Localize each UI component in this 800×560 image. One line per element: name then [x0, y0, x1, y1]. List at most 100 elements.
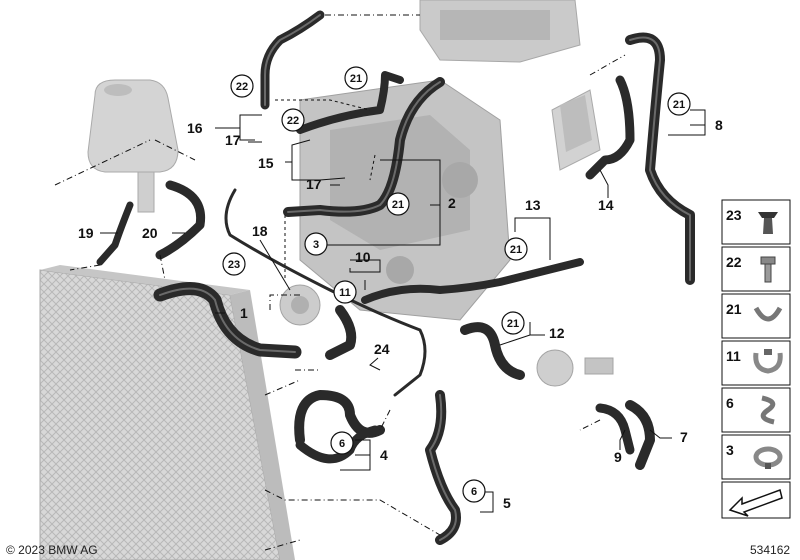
radiator [39, 265, 295, 560]
hose-top-left [260, 10, 325, 110]
legend-item-22: 22 [721, 246, 791, 292]
hose-mid [325, 305, 357, 360]
hose-7 [625, 400, 655, 470]
legend-number: 6 [726, 395, 734, 411]
part-label-24: 24 [374, 341, 390, 357]
callout-circle [667, 92, 691, 116]
callout-number: 21 [350, 73, 362, 85]
hose-14 [585, 75, 635, 180]
expansion-tank [87, 79, 179, 213]
part-label-13: 13 [525, 197, 541, 213]
callout-circle [344, 66, 368, 90]
callout-22: 22 [281, 108, 305, 132]
callout-number: 3 [313, 239, 319, 251]
arrow-icon [728, 489, 783, 517]
callout-21: 21 [344, 66, 368, 90]
part-label-7: 7 [680, 429, 688, 445]
copyright-text: © 2023 BMW AG [6, 543, 98, 557]
part-label-16: 16 [187, 120, 203, 136]
callout-21: 21 [667, 92, 691, 116]
callout-3: 3 [304, 232, 328, 256]
part-label-5: 5 [503, 495, 511, 511]
callout-circle [386, 192, 410, 216]
legend-cell [721, 293, 791, 339]
hose-12 [460, 322, 525, 380]
legend-item-23: 23 [721, 199, 791, 245]
part-label-9: 9 [614, 449, 622, 465]
legend-number: 21 [726, 301, 742, 317]
callout-21: 21 [501, 311, 525, 335]
hose-20 [155, 180, 206, 260]
callout-number: 22 [287, 115, 299, 127]
callout-number: 21 [507, 318, 519, 330]
hose-9 [595, 403, 635, 455]
callout-circle [230, 74, 254, 98]
callout-number: 23 [228, 259, 240, 271]
hose-21-upper [296, 71, 404, 134]
part-label-15: 15 [258, 155, 274, 171]
legend-number: 22 [726, 254, 742, 270]
part-label-14: 14 [598, 197, 614, 213]
callout-21: 21 [386, 192, 410, 216]
water-pump [279, 284, 321, 326]
callout-lines [100, 109, 706, 513]
part-label-12: 12 [549, 325, 565, 341]
line-18 [224, 188, 427, 397]
callout-circle [462, 479, 486, 503]
part-label-1: 1 [240, 305, 248, 321]
part-label-18: 18 [252, 223, 268, 239]
part-label-17: 17 [306, 176, 322, 192]
legend-cell [721, 246, 791, 292]
legend-item-11: 11 [721, 340, 791, 386]
callout-number: 21 [510, 244, 522, 256]
expansion-rivet-icon [758, 212, 778, 234]
callout-23: 23 [222, 252, 246, 276]
callout-22: 22 [230, 74, 254, 98]
callout-number: 11 [339, 287, 351, 299]
hose-10 [361, 258, 584, 304]
callout-number: 22 [236, 81, 248, 93]
part-label-8: 8 [715, 117, 723, 133]
part-label-10: 10 [355, 249, 371, 265]
callout-21: 21 [504, 237, 528, 261]
callout-number: 6 [339, 438, 345, 450]
callout-circle [281, 108, 305, 132]
cylinder-head-top [419, 0, 581, 63]
callout-circle [501, 311, 525, 335]
legend-number: 3 [726, 442, 734, 458]
hose-19 [96, 201, 134, 266]
callout-circle [304, 232, 328, 256]
callout-6: 6 [462, 479, 486, 503]
hose-8 [625, 32, 695, 285]
clamp-icon [753, 446, 783, 469]
callout-circle [330, 431, 354, 455]
legend-cell [721, 199, 791, 245]
part-label-2: 2 [448, 195, 456, 211]
direction-arrow-cell [721, 481, 791, 519]
callout-circle [333, 280, 357, 304]
legend-item-21: 21 [721, 293, 791, 339]
legend-number: 11 [726, 348, 741, 364]
spring-clip-icon [760, 395, 776, 425]
legend-cell [721, 387, 791, 433]
control-unit [551, 89, 601, 171]
part-label-4: 4 [380, 447, 388, 463]
callout-number: 21 [673, 99, 685, 111]
part-labels: 12345789101213141516171718192024 [78, 117, 723, 511]
callout-number: 6 [471, 486, 477, 498]
callout-circle [222, 252, 246, 276]
diagram-id: 534162 [750, 543, 790, 557]
part-label-17: 17 [225, 132, 241, 148]
callout-6: 6 [330, 431, 354, 455]
legend-number: 23 [726, 207, 742, 223]
screw-icon [760, 256, 776, 283]
callout-circle [504, 237, 528, 261]
part-label-19: 19 [78, 225, 94, 241]
leader-lines [54, 14, 626, 551]
part-label-20: 20 [142, 225, 158, 241]
hose-clip-icon [753, 306, 783, 322]
callout-number: 21 [392, 199, 404, 211]
